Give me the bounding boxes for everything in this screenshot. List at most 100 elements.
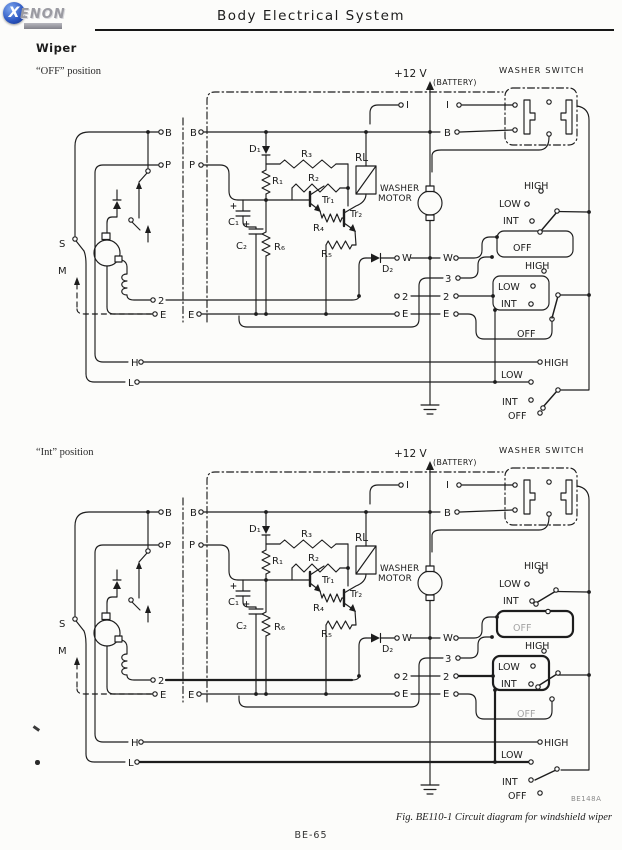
label-int: INT [502,397,518,408]
page-title: Body Electrical System [216,8,406,24]
logo-bar [24,23,62,29]
label-w: W [402,633,412,644]
label-tr1: Tr₁ [321,195,334,206]
label-w: W [402,253,412,264]
label-h: H [131,738,139,749]
label-r5: R₅ [321,249,332,260]
label-off: OFF [517,329,535,340]
label-rl: RL [355,152,368,164]
label-r4: R₄ [313,603,324,614]
label-n2: 2 [402,292,408,303]
label-int: INT [503,596,519,607]
label-high: HIGH [524,181,548,192]
label-d1: D₁ [249,524,261,535]
label-r3: R₃ [301,529,312,540]
label-battery: (BATTERY) [433,78,477,87]
label-m: M [58,266,67,277]
label-p: P [165,160,171,171]
label-e: E [188,310,194,321]
label-i: I [446,480,449,491]
label-low: LOW [501,370,523,381]
label-washer_m2: MOTOR [378,574,412,584]
label-low: LOW [499,199,521,210]
label-plus12v: +12 V [394,68,427,80]
label-c1: C₁ [228,217,239,228]
label-r2: R₂ [308,173,319,184]
label-high: HIGH [525,641,549,652]
label-battery: (BATTERY) [433,458,477,467]
label-e: E [160,310,166,321]
figure-caption: Fig. BE110-1 Circuit diagram for windshi… [395,812,612,823]
position-label-off: “OFF” position [36,66,102,77]
label-low: LOW [498,662,520,673]
label-p: P [165,540,171,551]
label-n3: 3 [445,274,451,285]
label-s: S [59,619,65,630]
scan-speck [35,760,40,765]
label-rl: RL [355,532,368,544]
label-tr2: Tr₂ [349,209,362,220]
label-d1: D₁ [249,144,261,155]
label-off: OFF [513,243,531,254]
label-r6: R₆ [274,242,285,253]
label-int: INT [501,679,517,690]
label-e: E [443,309,449,320]
label-s: S [59,239,65,250]
label-l: L [128,378,134,389]
label-low: LOW [499,579,521,590]
label-b: B [165,128,172,139]
label-int: INT [503,216,519,227]
label-washer_switch: WASHER SWITCH [499,445,584,455]
label-high: HIGH [544,738,568,749]
label-off: OFF [517,709,535,720]
xenon-logo: X ENON [3,2,99,34]
label-c1: C₁ [228,597,239,608]
label-tr2: Tr₂ [349,589,362,600]
label-n2: 2 [158,296,164,307]
label-e: E [402,689,408,700]
label-n2: 2 [158,676,164,687]
label-b: B [165,508,172,519]
label-n3: 3 [445,654,451,665]
label-r1: R₁ [272,176,283,187]
label-b: B [444,508,451,519]
label-i: I [446,100,449,111]
label-r1: R₁ [272,556,283,567]
logo-ball-icon: X [3,2,25,24]
label-c2: C₂ [236,621,247,632]
label-int: INT [501,299,517,310]
label-n2: 2 [443,672,449,683]
label-e: E [443,689,449,700]
label-r3: R₃ [301,149,312,160]
label-c2: C₂ [236,241,247,252]
label-i: I [406,480,409,491]
label-int: INT [502,777,518,788]
label-p: P [189,540,195,551]
label-e: E [402,309,408,320]
figure-code: BE148A [571,795,602,803]
position-label-int: “Int” position [36,447,94,458]
label-i: I [406,100,409,111]
label-b: B [444,128,451,139]
label-off: OFF [513,623,531,634]
label-w: W [443,633,453,644]
label-h: H [131,358,139,369]
label-m: M [58,646,67,657]
logo-text: ENON [20,7,66,22]
label-e: E [188,690,194,701]
page-number: BE-65 [294,830,328,841]
label-r4: R₄ [313,223,324,234]
label-high: HIGH [525,261,549,272]
label-plus12v: +12 V [394,448,427,460]
label-tr1: Tr₁ [321,575,334,586]
label-d2: D₂ [382,264,393,275]
header-rule [95,29,614,31]
label-e: E [160,690,166,701]
label-n2: 2 [443,292,449,303]
label-low: LOW [501,750,523,761]
label-r5: R₅ [321,629,332,640]
label-off: OFF [508,411,526,422]
label-d2: D₂ [382,644,393,655]
logo-x: X [8,5,20,21]
